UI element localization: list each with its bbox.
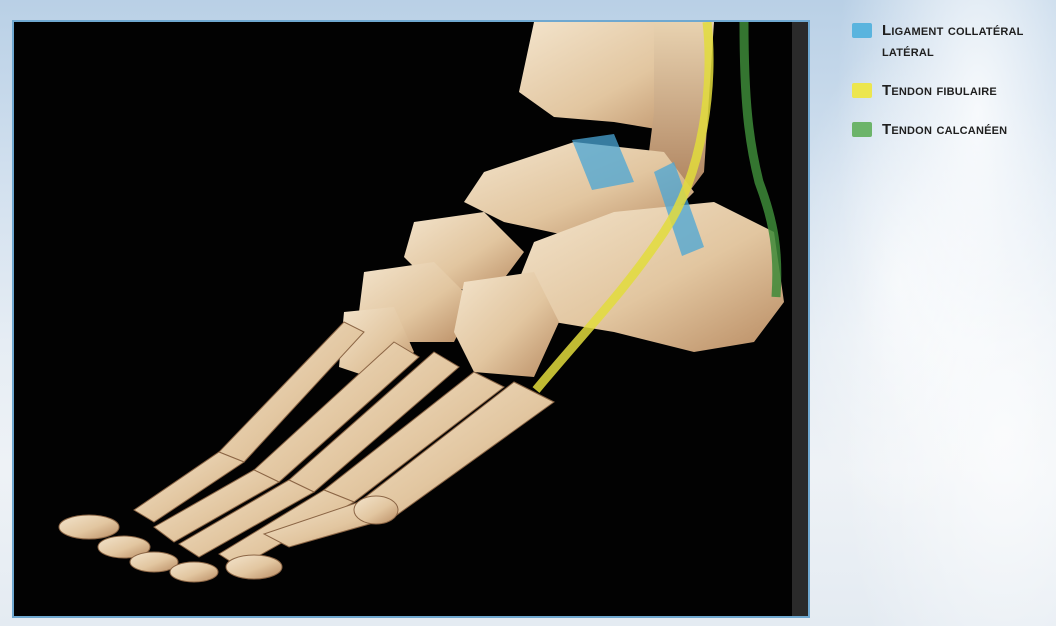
- legend-item-ligament: Ligament collatéral latéral: [852, 20, 1052, 62]
- foot-image-panel: [12, 20, 810, 618]
- blue-swatch-icon: [852, 23, 872, 38]
- midfoot-bones: [339, 212, 559, 382]
- legend-label-calcaneal-tendon: Tendon calcanéen: [882, 119, 1052, 140]
- image-edge-strip: [792, 22, 808, 616]
- legend: Ligament collatéral latéral Tendon fibul…: [852, 20, 1052, 158]
- green-swatch-icon: [852, 122, 872, 137]
- legend-item-calcaneal-tendon: Tendon calcanéen: [852, 119, 1052, 140]
- legend-item-fibular-tendon: Tendon fibulaire: [852, 80, 1052, 101]
- legend-label-fibular-tendon: Tendon fibulaire: [882, 80, 1052, 101]
- legend-label-ligament: Ligament collatéral latéral: [882, 20, 1052, 62]
- yellow-swatch-icon: [852, 83, 872, 98]
- foot-skeleton-illustration: [14, 22, 808, 616]
